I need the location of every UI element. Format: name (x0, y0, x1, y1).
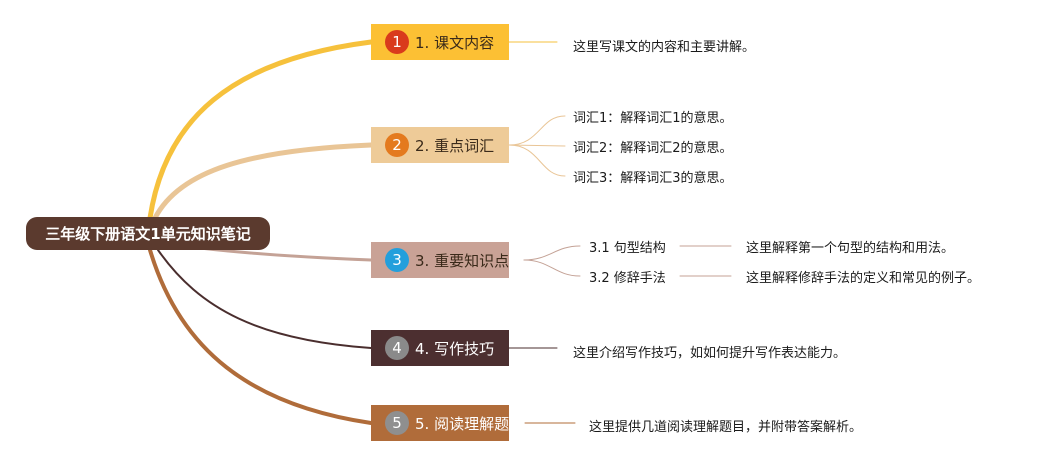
root-label: 三年级下册语文1单元知识笔记 (45, 225, 251, 243)
number-badge-icon: 2 (385, 133, 409, 157)
connector-branch-3-leaf-2 (523, 259, 581, 277)
connector-root-branch-5 (148, 248, 373, 425)
number-badge-icon: 3 (385, 248, 409, 272)
connector-root-branch-4 (157, 249, 372, 349)
branch-label: 4. 写作技巧 (415, 339, 495, 358)
number-badge-icon: 1 (385, 30, 409, 54)
leaf-node-4-1[interactable]: 这里介绍写作技巧，如如何提升写作表达能力。 (573, 346, 847, 361)
connector-branch-2-leaf-1 (508, 115, 566, 146)
leaf-node-1-1[interactable]: 这里写课文的内容和主要讲解。 (573, 40, 756, 55)
branch-label: 2. 重点词汇 (415, 136, 495, 155)
leaf-node-2-2[interactable]: 词汇2：解释词汇2的意思。 (573, 141, 733, 156)
branch-label: 1. 课文内容 (415, 33, 495, 52)
leaf-node-3-1[interactable]: 3.1 句型结构 (589, 241, 666, 256)
branch-label: 5. 阅读理解题 (415, 414, 510, 433)
connector-branch-2-leaf-3 (508, 144, 566, 177)
branch-node-2[interactable]: 2 2. 重点词汇 (371, 127, 509, 163)
connector-root-branch-2 (152, 142, 374, 221)
number-badge-icon: 5 (385, 411, 409, 435)
connector-branch-2-leaf-2 (508, 144, 566, 147)
leaf-node-5-1[interactable]: 这里提供几道阅读理解题目，并附带答案解析。 (589, 420, 863, 435)
branch-node-1[interactable]: 1 1. 课文内容 (371, 24, 509, 60)
leaf-node-3-2[interactable]: 3.2 修辞手法 (589, 271, 666, 286)
connector-root-branch-3 (198, 246, 373, 262)
leaf-detail-3-1[interactable]: 这里解释第一个句型的结构和用法。 (746, 241, 955, 256)
connector-root-branch-1 (147, 39, 374, 221)
connector-branch-3-leaf-1 (523, 245, 581, 261)
branch-label: 3. 重要知识点 (415, 251, 510, 270)
leaf-node-2-3[interactable]: 词汇3：解释词汇3的意思。 (573, 171, 733, 186)
branch-node-3[interactable]: 3 3. 重要知识点 (371, 242, 509, 278)
number-badge-icon: 4 (385, 336, 409, 360)
root-node[interactable]: 三年级下册语文1单元知识笔记 (26, 217, 270, 250)
leaf-detail-3-2[interactable]: 这里解释修辞手法的定义和常见的例子。 (746, 271, 981, 286)
branch-node-5[interactable]: 5 5. 阅读理解题 (371, 405, 509, 441)
branch-node-4[interactable]: 4 4. 写作技巧 (371, 330, 509, 366)
leaf-node-2-1[interactable]: 词汇1：解释词汇1的意思。 (573, 111, 733, 126)
